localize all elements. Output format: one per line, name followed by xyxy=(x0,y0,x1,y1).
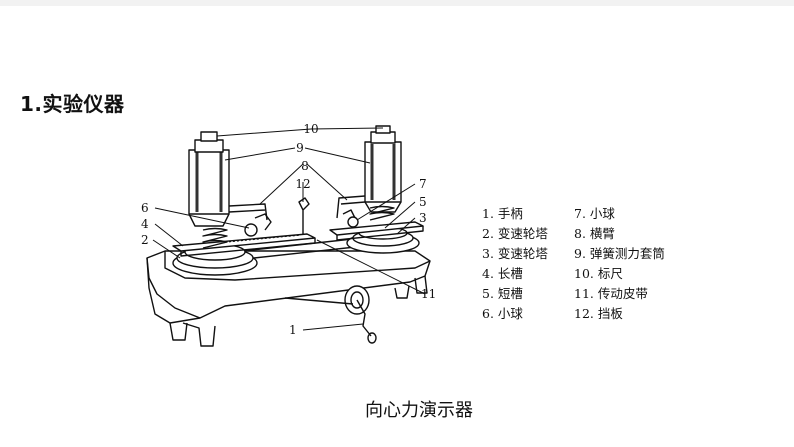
top-band xyxy=(0,0,794,6)
callout-11: 11 xyxy=(421,287,436,301)
base-leg-left xyxy=(169,322,188,341)
long-groove xyxy=(172,233,316,252)
callout-1: 1 xyxy=(289,323,297,337)
callout-6: 6 xyxy=(141,201,149,215)
crank-handle xyxy=(356,299,372,337)
legend-item: 6. 小球 xyxy=(482,306,523,321)
leader-lines xyxy=(152,127,426,331)
legend-item: 9. 弹簧测力套筒 xyxy=(574,246,665,261)
legend-item: 2. 变速轮塔 xyxy=(482,226,548,241)
callout-7: 7 xyxy=(419,177,427,191)
callout-4: 4 xyxy=(141,217,149,231)
legend-item: 1. 手柄 xyxy=(482,206,523,221)
legend-item: 8. 横臂 xyxy=(574,226,615,241)
figure-caption: 向心力演示器 xyxy=(365,400,473,421)
legend-item: 7. 小球 xyxy=(574,206,615,221)
section-title: 1.实验仪器 xyxy=(20,92,125,116)
parts-legend: 1. 手柄 7. 小球 2. 变速轮塔 8. 横臂 3. 变速轮塔 9. 弹簧测… xyxy=(482,204,694,323)
callout-5: 5 xyxy=(419,195,427,209)
legend-item: 5. 短槽 xyxy=(482,286,523,301)
cross-arm-right xyxy=(336,195,366,219)
spring-sleeve-right xyxy=(364,141,402,203)
callout-3: 3 xyxy=(419,211,427,225)
callout-9: 9 xyxy=(296,141,304,155)
callout-2: 2 xyxy=(141,233,149,247)
ball-left xyxy=(244,223,258,237)
callout-8: 8 xyxy=(301,159,309,173)
cross-arm-left xyxy=(228,203,268,221)
baffle-center xyxy=(298,197,310,234)
legend-item: 4. 长槽 xyxy=(482,266,523,281)
legend-item: 3. 变速轮塔 xyxy=(482,246,548,261)
spring-right xyxy=(369,205,395,221)
legend-item: 12. 挡板 xyxy=(574,306,623,321)
spring-sleeve-left xyxy=(188,149,230,215)
callout-10: 10 xyxy=(303,122,318,136)
apparatus-figure: 10 9 8 12 7 6 5 4 3 2 11 1 xyxy=(141,122,436,347)
spring-left xyxy=(202,227,228,249)
legend-item: 10. 标尺 xyxy=(574,266,623,281)
legend-item: 11. 传动皮带 xyxy=(574,286,648,301)
ball-right xyxy=(347,216,359,228)
callout-12: 12 xyxy=(295,177,310,191)
